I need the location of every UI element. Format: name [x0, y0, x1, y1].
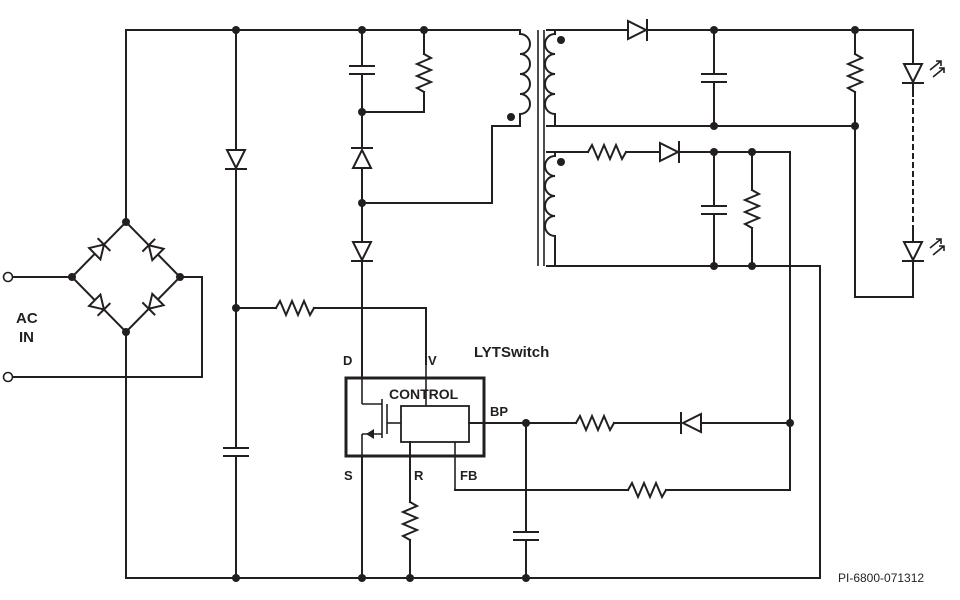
transformer: [507, 29, 565, 267]
pin-bp-label: BP: [490, 404, 508, 419]
ic-peripherals: [358, 412, 791, 582]
control-label: CONTROL: [389, 386, 459, 402]
clamp-network: [349, 26, 519, 379]
pin-s-label: S: [344, 468, 353, 483]
clamp-resistor: [414, 52, 434, 94]
output-rectifier-diode: [627, 19, 649, 41]
bp-resistor: [574, 413, 616, 433]
ic-package: [344, 376, 486, 458]
output-stage: [554, 19, 945, 298]
ac-in-label-line2: IN: [19, 329, 34, 346]
ac-input-terminals: [2, 271, 203, 383]
lytswitch-ic: [344, 364, 486, 490]
bias-series-resistor: [586, 142, 628, 162]
main-rails: [125, 29, 821, 579]
output-bleeder-resistor: [845, 52, 865, 94]
bridge-rectifier: [68, 218, 184, 336]
power-mosfet: [361, 378, 401, 456]
drain-diode: [351, 241, 373, 263]
bp-diode: [680, 412, 702, 434]
v-pin-resistor: [274, 298, 316, 318]
pin-r-label: R: [414, 468, 424, 483]
pin-d-label: D: [343, 353, 352, 368]
clamp-diode: [351, 147, 373, 169]
ac-in-label-line1: AC: [16, 310, 38, 327]
led-top: [902, 60, 945, 85]
drawing-number: PI-6800-071312: [838, 571, 924, 585]
bias-load-resistor: [742, 188, 762, 230]
pin-v-label: V: [428, 353, 437, 368]
bias-winding: [544, 151, 556, 267]
r-pin-resistor: [400, 500, 420, 542]
control-block: [400, 405, 470, 443]
pin-fb-label: FB: [460, 468, 477, 483]
ac-terminal-bottom: [2, 371, 14, 383]
input-filter-column: [223, 26, 427, 582]
ac-terminal-top: [2, 271, 14, 283]
led-bottom: [902, 238, 945, 263]
secondary-winding: [544, 29, 556, 127]
ic-name-label: LYTSwitch: [474, 344, 549, 361]
bias-diode: [659, 141, 681, 163]
input-diode: [225, 149, 247, 171]
bias-supply: [554, 141, 794, 491]
primary-winding: [517, 29, 531, 127]
fb-resistor: [626, 480, 668, 500]
